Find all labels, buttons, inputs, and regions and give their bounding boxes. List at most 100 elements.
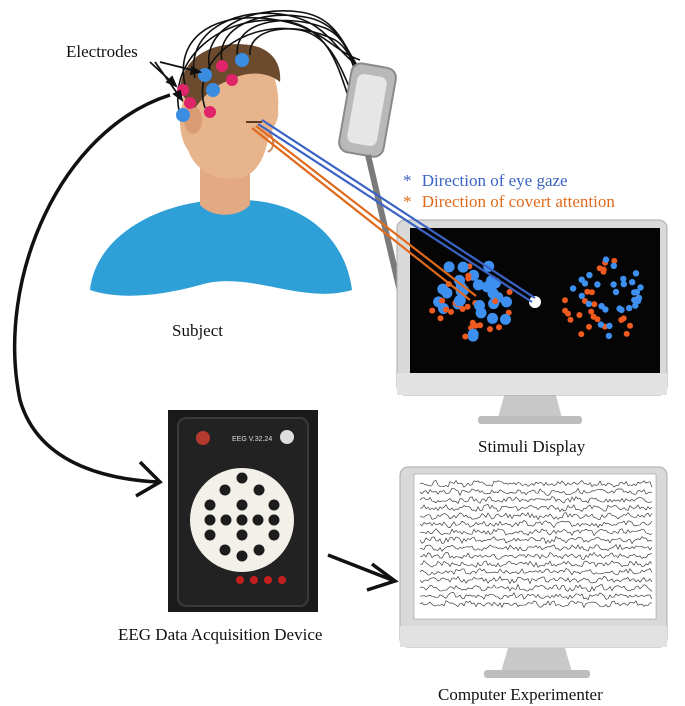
device-socket — [236, 514, 248, 526]
arrow-device-to-computer-head — [366, 562, 399, 592]
device-socket — [252, 514, 264, 526]
stimulus-dot — [626, 304, 633, 312]
arrow-device-to-computer — [327, 553, 393, 582]
legend: * Direction of eye gaze * Direction of c… — [403, 171, 615, 211]
gaze-line — [257, 123, 533, 303]
stimulus-dot — [576, 312, 583, 318]
device-socket — [219, 544, 231, 556]
eeg-trace-line — [419, 511, 653, 521]
device-socket — [236, 529, 248, 541]
flow-arrows — [12, 93, 399, 592]
stimulus-dot — [578, 292, 585, 300]
eye-tracker — [338, 62, 405, 301]
eeg-trace-line — [419, 560, 653, 568]
stimuli-monitor — [396, 219, 668, 424]
stimulus-dot — [457, 261, 469, 273]
stimulus-dot — [465, 272, 472, 279]
device-socket — [219, 484, 231, 496]
eeg-device-label: EEG Data Acquisition Device — [118, 625, 322, 644]
device-logo — [196, 431, 210, 445]
stimulus-dot — [464, 303, 471, 310]
eeg-trace-line — [419, 575, 653, 585]
stimulus-dot — [578, 276, 585, 283]
stimulus-dot — [610, 262, 617, 269]
stimulus-dot — [600, 266, 607, 273]
stimulus-dot — [633, 289, 640, 296]
device-socket — [204, 529, 216, 541]
stimulus-dot — [588, 289, 595, 296]
stimulus-dot — [481, 281, 493, 293]
device-socket — [220, 514, 232, 526]
stimulus-dot — [637, 284, 644, 291]
legend-gaze: * Direction of eye gaze — [403, 171, 568, 190]
device-socket — [268, 514, 280, 526]
arrow-subject-to-device — [12, 93, 171, 484]
electrodes — [176, 53, 249, 122]
stimulus-dot — [453, 295, 465, 307]
eeg-trace-line — [419, 543, 653, 552]
eeg-trace-line — [419, 480, 653, 488]
stimulus-dot — [443, 306, 449, 313]
stimulus-dot — [487, 326, 493, 333]
stimulus-dot — [501, 296, 512, 308]
device-socket — [236, 550, 248, 562]
stimulus-dot — [565, 310, 571, 317]
device-badge — [280, 430, 294, 444]
stimulus-dot — [627, 322, 633, 329]
stimulus-dot — [588, 308, 595, 315]
subject-shirt — [90, 200, 352, 296]
stimulus-dot — [623, 330, 630, 337]
computer-monitor — [399, 466, 668, 678]
stimulus-dot — [472, 279, 484, 291]
stimulus-dot — [562, 297, 568, 304]
eeg-trace-line — [419, 520, 653, 529]
eeg-trace-line — [419, 600, 653, 609]
stimulus-dot — [634, 297, 642, 304]
electrode-dot — [198, 68, 212, 82]
electrode-pointers — [149, 61, 203, 103]
electrode-dot — [204, 106, 216, 118]
stimulus-dot — [567, 316, 574, 323]
device-socket — [268, 499, 280, 511]
stimuli-monitor-stand — [498, 392, 562, 418]
attention-line — [251, 127, 471, 301]
electrode-dot — [226, 74, 238, 86]
electrodes-label: Electrodes — [66, 42, 138, 61]
stimulus-dot — [632, 270, 640, 277]
arrow-subject-to-device-head — [135, 460, 163, 498]
stimulus-dot — [569, 285, 577, 292]
stimulus-dot — [474, 300, 485, 311]
eeg-trace-line — [419, 551, 653, 560]
eeg-trace-line — [419, 496, 653, 505]
stimulus-dot — [437, 315, 444, 322]
eeg-device: EEG V.32.24 — [168, 410, 318, 612]
electrode-dot — [184, 97, 196, 109]
stimulus-dot — [429, 307, 436, 314]
subject-label: Subject — [172, 321, 223, 340]
stimulus-dot — [448, 308, 454, 315]
electrode-dot — [235, 53, 249, 67]
device-socket — [253, 484, 265, 496]
stimulus-dot — [610, 281, 617, 288]
legend-gaze-marker: * — [403, 171, 412, 190]
legend-gaze-text: Direction of eye gaze — [422, 171, 568, 190]
stimulus-dot — [605, 332, 613, 340]
stimulus-dot — [459, 306, 466, 312]
legend-attention-marker: * — [403, 192, 412, 211]
stimulus-dot — [443, 261, 455, 273]
stimulus-dot — [632, 302, 639, 309]
attention-line — [255, 125, 477, 297]
device-socket — [236, 472, 248, 484]
stimulus-dot — [618, 317, 625, 323]
stimulus-dot — [602, 306, 609, 313]
stimulus-dot — [584, 288, 591, 295]
eeg-trace-line — [419, 567, 653, 576]
eeg-trace-line — [419, 487, 653, 497]
device-socket — [268, 529, 280, 541]
stimulus-dot — [620, 280, 627, 288]
electrode-dot — [216, 60, 228, 72]
stimulus-dot — [506, 289, 513, 295]
stimulus-dot — [594, 281, 601, 288]
fixation-point — [529, 296, 541, 308]
stimulus-dot — [597, 321, 605, 328]
